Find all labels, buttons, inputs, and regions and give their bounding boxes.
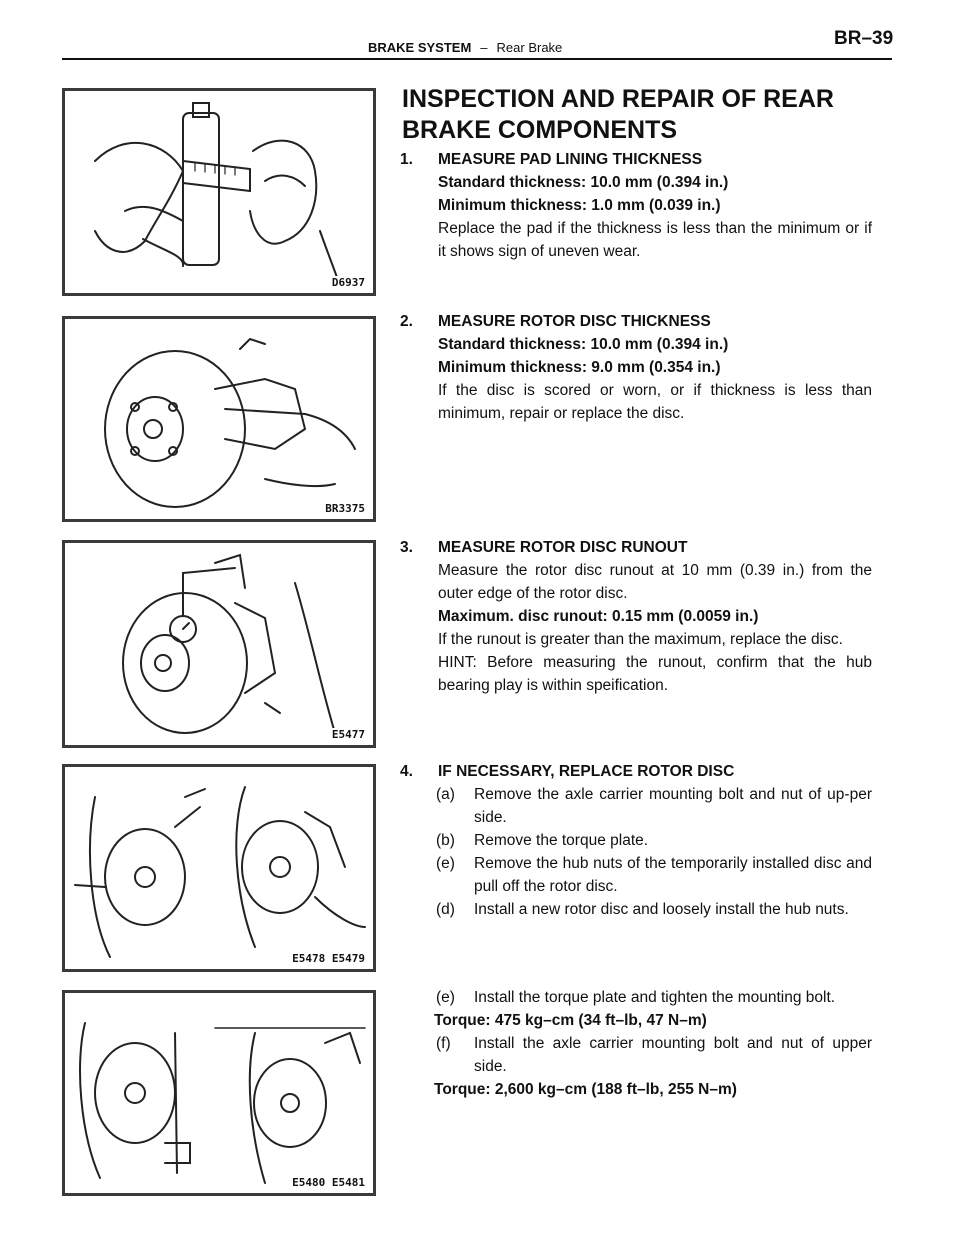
substep-letter: (a)	[436, 786, 455, 803]
step-4: 4. IF NECESSARY, REPLACE ROTOR DISC (a) Re…	[400, 760, 872, 921]
spec-max-runout: Maximum. disc runout: 0.15 mm (0.0059 in…	[438, 608, 759, 625]
step-text: If the disc is scored or worn, or if thi…	[438, 382, 872, 422]
step-number: 4.	[400, 763, 413, 780]
substep-letter: (f)	[436, 1035, 451, 1052]
install-torque-plate-illustration	[79, 1022, 366, 1184]
substep-a: (a) Remove the axle carrier mounting bolt…	[436, 783, 872, 829]
step-number: 1.	[400, 151, 413, 168]
rotor-disc-drawing	[122, 592, 248, 734]
running-header: BRAKE SYSTEM–Rear Brake	[368, 40, 562, 55]
substep-c: (e) Remove the hub nuts of the temporaril…	[436, 852, 872, 898]
figure-rotor-runout: E5477	[62, 540, 376, 748]
figure-rotor-thickness: BR3375	[62, 316, 376, 522]
torque-spec-1: Torque: 475 kg–cm (34 ft–lb, 47 N–m)	[434, 1012, 707, 1029]
substep-text: Remove the torque plate.	[474, 832, 649, 849]
step-2: 2. MEASURE ROTOR DISC THICKNESS Standard …	[400, 310, 872, 425]
substep-text: Install the torque plate and tighten the…	[474, 989, 836, 1006]
step-heading: IF NECESSARY, REPLACE ROTOR DISC	[438, 763, 735, 780]
rotor-runout-illustration	[122, 553, 336, 734]
substep-letter: (e)	[436, 989, 455, 1006]
page-title: INSPECTION AND REPAIR OF REAR BRAKE COMP…	[402, 85, 834, 144]
substep-text: Remove the hub nuts of the temporarily i…	[474, 855, 872, 895]
substep-b: (b) Remove the torque plate.	[436, 829, 872, 852]
figure-code: E5480 E5481	[290, 1176, 367, 1189]
substep-text: Remove the axle carrier mounting bolt an…	[474, 786, 872, 826]
figure-code: BR3375	[323, 502, 367, 515]
step-heading: MEASURE ROTOR DISC THICKNESS	[438, 313, 711, 330]
figure-replace-rotor: E5478 E5479	[62, 764, 376, 972]
hint-text: HINT: Before measuring the runout, confi…	[438, 654, 872, 694]
substep-d: (d) Install a new rotor disc and loosely …	[436, 898, 872, 921]
spec-minimum: Minimum thickness: 1.0 mm (0.039 in.)	[438, 197, 721, 214]
substep-text: Install a new rotor disc and loosely ins…	[474, 901, 849, 918]
header-rule	[62, 58, 892, 60]
step-heading: MEASURE PAD LINING THICKNESS	[438, 151, 703, 168]
substep-letter: (b)	[436, 832, 455, 849]
figure-code: E5478 E5479	[290, 952, 367, 965]
step-number: 3.	[400, 539, 413, 556]
torque-spec-2: Torque: 2,600 kg–cm (188 ft–lb, 255 N–m)	[434, 1081, 737, 1098]
step-text: Replace the pad if the thickness is less…	[438, 220, 872, 260]
substep-f: (f) Install the axle carrier mounting bol…	[436, 1032, 872, 1078]
step-text: Measure the rotor disc runout at 10 mm (…	[438, 562, 872, 602]
step-3: 3. MEASURE ROTOR DISC RUNOUT Measure the …	[400, 536, 872, 697]
substep-letter: (e)	[436, 855, 455, 872]
step-4-continued: (e) Install the torque plate and tighten …	[400, 986, 872, 1101]
step-1: 1. MEASURE PAD LINING THICKNESS Standard …	[400, 148, 872, 263]
step-number: 2.	[400, 313, 413, 330]
figure-pad-measurement: D6937	[62, 88, 376, 296]
figure-code: E5477	[329, 728, 367, 741]
substep-e: (e) Install the torque plate and tighten …	[436, 986, 872, 1009]
pad-measurement-illustration	[94, 102, 341, 287]
replace-rotor-illustration	[74, 786, 366, 958]
figure-code: D6937	[329, 276, 367, 289]
spec-standard: Standard thickness: 10.0 mm (0.394 in.)	[438, 336, 729, 353]
spec-standard: Standard thickness: 10.0 mm (0.394 in.)	[438, 174, 729, 191]
spec-minimum: Minimum thickness: 9.0 mm (0.354 in.)	[438, 359, 721, 376]
step-heading: MEASURE ROTOR DISC RUNOUT	[438, 539, 688, 556]
rotor-thickness-illustration	[104, 337, 356, 508]
brake-pad-drawing	[182, 112, 220, 266]
page-number: BR–39	[834, 28, 894, 49]
substep-letter: (d)	[436, 901, 455, 918]
rotor-disc-drawing	[104, 350, 246, 508]
header-section: BRAKE SYSTEM	[368, 40, 472, 55]
header-dash: –	[480, 40, 488, 55]
substep-text: Install the axle carrier mounting bolt a…	[474, 1035, 872, 1075]
step-text: If the runout is greater than the maximu…	[438, 631, 843, 648]
figure-install-torque-plate: E5480 E5481	[62, 990, 376, 1196]
header-subsection: Rear Brake	[496, 40, 563, 55]
